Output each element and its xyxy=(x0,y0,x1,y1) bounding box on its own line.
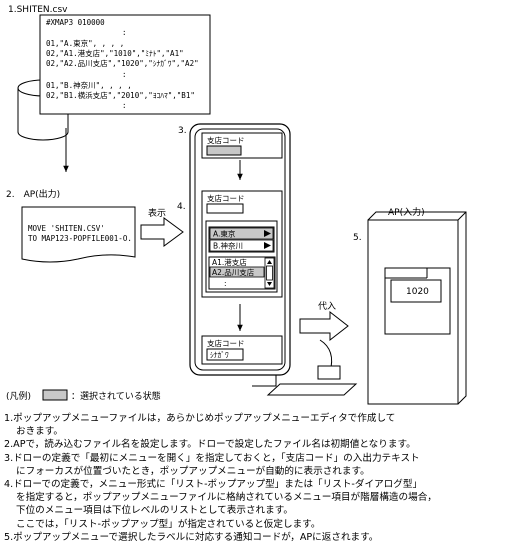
note-line: おきます。 xyxy=(16,426,64,438)
ap-value-field xyxy=(390,279,442,303)
csv-line: 02,"A2.品川支店","1020","ｼﾅｶﾞﾜ","A2" xyxy=(46,58,199,68)
scroll-thumb[interactable] xyxy=(266,265,273,281)
field-input[interactable] xyxy=(206,203,244,214)
field-label: 支店コード xyxy=(207,135,245,145)
assign-arrow xyxy=(299,310,349,342)
menu-item-selected[interactable] xyxy=(209,227,274,240)
csv-line: 01,"A.東京", , , , xyxy=(46,38,124,48)
csv-file-document xyxy=(39,14,211,115)
mouse-icon xyxy=(317,365,341,380)
legend-prefix: (凡例) xyxy=(6,390,31,402)
display-arrow xyxy=(140,217,184,247)
scroll-up-icon[interactable] xyxy=(267,260,272,264)
submenu-item-label: : xyxy=(224,279,227,288)
step1-label: 1.SHITEN.csv xyxy=(8,5,68,15)
menu-item-label: A.東京 xyxy=(213,229,236,239)
note-line: 1.ポップアップメニューファイルは，あらかじめポップアップメニューエディタで作成… xyxy=(4,413,396,424)
csv-line: 02,"A1.港支店","1010","ﾐﾅﾄ","A1" xyxy=(46,48,184,58)
csv-line: 01,"B.神奈川", , , , xyxy=(46,80,132,90)
ap-value: 1020 xyxy=(406,287,429,297)
assign-label: 代入 xyxy=(318,301,336,312)
field-label: 支店コード xyxy=(207,338,245,348)
result-value: ｼﾅｶﾞﾜ xyxy=(210,351,229,360)
legend-text: ：選択されている状態 xyxy=(71,390,161,402)
step3-label: 3. xyxy=(178,126,187,136)
notes-list: 1.ポップアップメニューファイルは，あらかじめポップアップメニューエディタで作成… xyxy=(4,412,504,544)
csv-line: : xyxy=(122,101,127,110)
code-line: MOVE 'SHITEN.CSV' xyxy=(28,224,105,233)
step5-label: 5. xyxy=(353,233,362,243)
submenu-arrow-icon xyxy=(264,242,271,249)
step4-label: 4. xyxy=(177,202,186,212)
code-line: TO MAP123-POPFILE001-O. xyxy=(28,234,132,243)
field-input-selected[interactable] xyxy=(206,145,242,156)
csv-line: : xyxy=(122,70,127,79)
note-line: 5.ポップアップメニューで選択したラベルに対応する通知コードが，APに返されます… xyxy=(4,531,379,543)
field-label: 支店コード xyxy=(207,193,245,203)
ap-input-box-edge xyxy=(457,211,467,221)
note-line: 下位のメニュー項目は下位レベルのリストとして表示されます。 xyxy=(16,505,293,517)
scroll-down-icon[interactable] xyxy=(267,282,272,286)
submenu-item-label: A1.港支店 xyxy=(212,257,247,267)
step2-label: 2. AP(出力) xyxy=(6,188,60,200)
legend-swatch xyxy=(42,389,68,401)
keyboard-icon xyxy=(266,383,358,396)
note-line: ここでは，「リスト-ポップアップ型」が指定されていると仮定します。 xyxy=(16,518,321,530)
csv-content: #XMAP3 010000 : 01,"A.東京", , , , 02,"A1.… xyxy=(46,18,199,110)
menu-item-label: B.神奈川 xyxy=(213,241,243,251)
result-field[interactable] xyxy=(206,348,244,361)
monitor-stand xyxy=(252,375,277,387)
note-line: にフォーカスが位置づいたとき，ポップアップメニューが自動的に表示されます。 xyxy=(16,465,370,477)
submenu-item-selected[interactable] xyxy=(209,266,265,278)
monitor-screen xyxy=(194,128,286,371)
csv-line: #XMAP3 010000 xyxy=(46,18,105,27)
display-label: 表示 xyxy=(148,207,166,219)
csv-line: 02,"B1.横浜支店","2010","ﾖｺﾊﾏ","B1" xyxy=(46,90,195,100)
menu-item[interactable] xyxy=(209,239,274,252)
csv-line: : xyxy=(122,28,127,37)
note-line: 2.APで，読み込むファイル名を設定します。ドローで設定したファイル名は初期値と… xyxy=(4,439,416,451)
note-line: 3.ドローの定義で「最初にメニューを開く」を指定しておくと，「支店コード」の入出… xyxy=(4,452,420,464)
ap-output-document xyxy=(21,206,136,263)
note-line: 4.ドローでの定義で，メニュー形式に「リスト-ポップアップ型」または「リスト-ダ… xyxy=(4,479,423,491)
note-line: を指定すると，ポップアップメニューファイルに格納されているメニュー項目が階層構造… xyxy=(16,492,437,504)
submenu-item-label: A2.品川支店 xyxy=(212,267,255,277)
submenu-arrow-icon xyxy=(264,230,271,237)
